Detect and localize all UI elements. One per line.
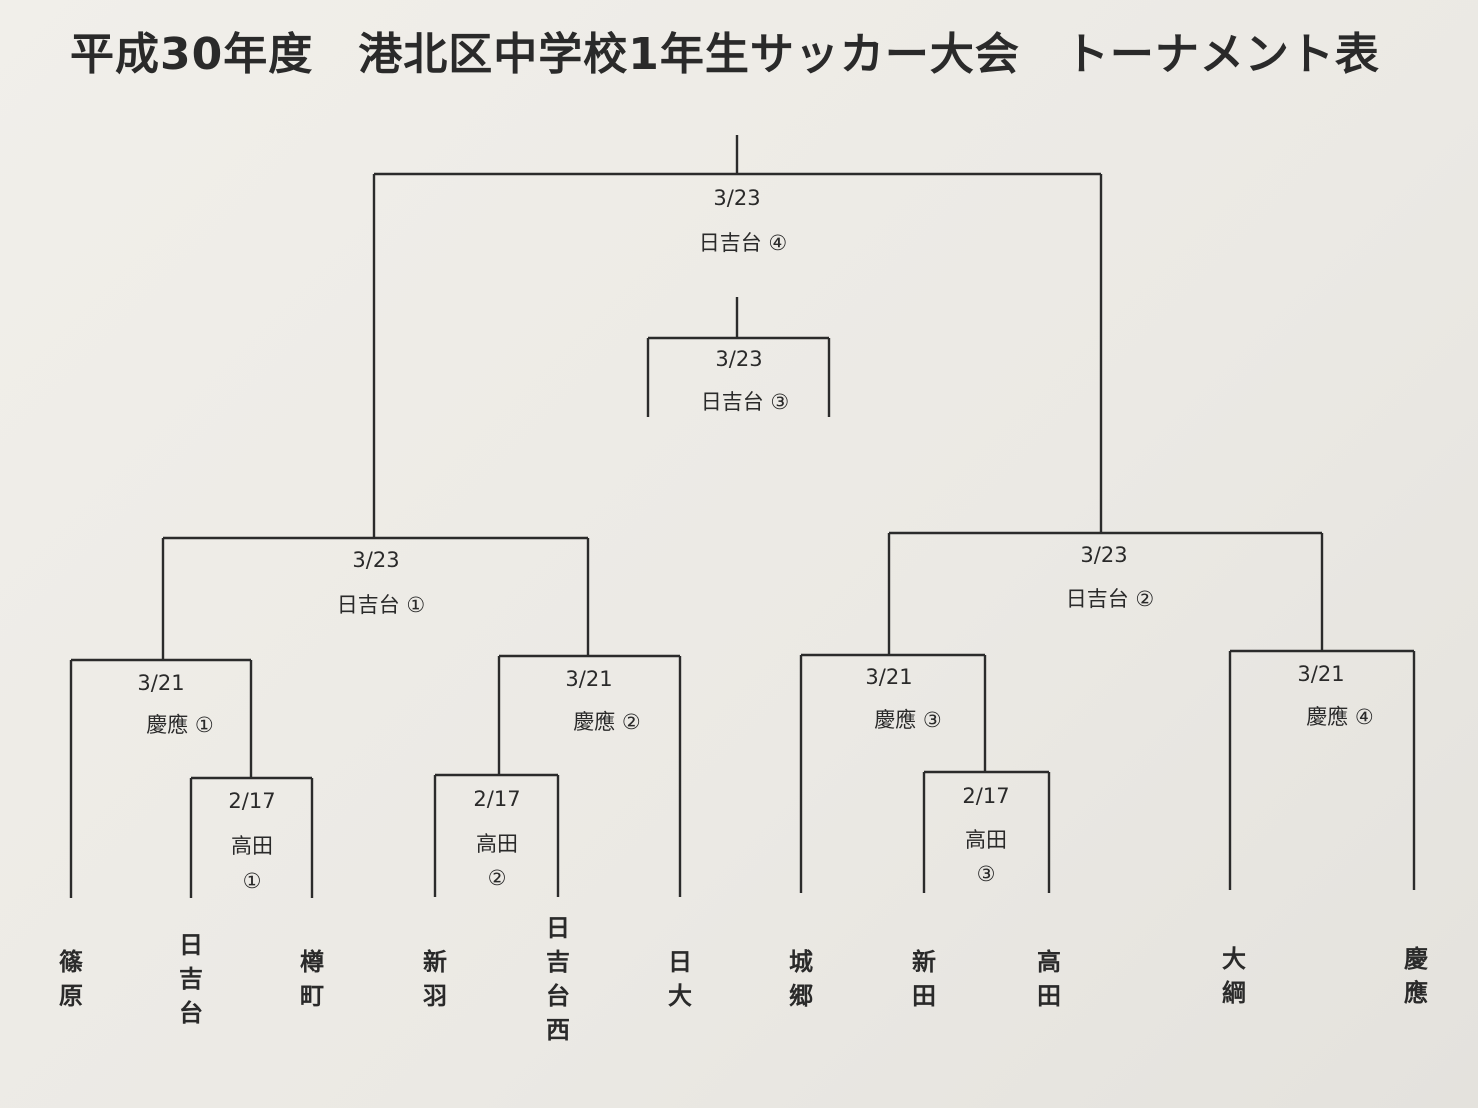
team-name: 新田 <box>912 948 936 1010</box>
qf2-date: 3/21 <box>565 667 613 691</box>
team-name: 日吉台西 <box>546 914 570 1044</box>
qf4-date: 3/21 <box>1297 662 1345 686</box>
r1c-number: ③ <box>976 862 996 886</box>
final-venue: 日吉台 ④ <box>698 231 788 255</box>
qf1-date: 3/21 <box>137 671 185 695</box>
final-date: 3/23 <box>713 186 761 210</box>
qf2-venue: 慶應 ② <box>573 710 641 734</box>
qf3-date: 3/21 <box>865 665 913 689</box>
qf4-venue: 慶應 ④ <box>1306 705 1374 729</box>
r1b-number: ② <box>487 866 507 890</box>
qf3-venue: 慶應 ③ <box>874 708 942 732</box>
third-place-venue: 日吉台 ③ <box>700 390 790 414</box>
team-name: 篠原 <box>59 948 83 1010</box>
semi-right-venue: 日吉台 ② <box>1065 587 1155 611</box>
team-name: 大綱 <box>1222 945 1246 1007</box>
r1a-number: ① <box>242 869 262 893</box>
semi-right-date: 3/23 <box>1080 543 1128 567</box>
r1a-date: 2/17 <box>228 789 276 813</box>
semi-left-date: 3/23 <box>352 548 400 572</box>
r1b-venue: 高田 <box>476 832 518 856</box>
semi-left-venue: 日吉台 ① <box>336 593 426 617</box>
third-place-date: 3/23 <box>715 347 763 371</box>
team-name: 高田 <box>1037 948 1061 1010</box>
team-name: 新羽 <box>423 948 447 1010</box>
team-name: 樽町 <box>300 948 324 1010</box>
r1a-venue: 高田 <box>231 834 273 858</box>
r1c-date: 2/17 <box>962 784 1010 808</box>
team-name: 日吉台 <box>179 931 203 1027</box>
team-name: 慶應 <box>1404 945 1428 1007</box>
r1c-venue: 高田 <box>965 828 1007 852</box>
qf1-venue: 慶應 ① <box>146 713 214 737</box>
team-name: 日大 <box>668 948 692 1010</box>
page-title: 平成30年度 港北区中学校1年生サッカー大会 トーナメント表 <box>70 29 1380 80</box>
r1b-date: 2/17 <box>473 787 521 811</box>
team-name: 城郷 <box>789 948 813 1010</box>
